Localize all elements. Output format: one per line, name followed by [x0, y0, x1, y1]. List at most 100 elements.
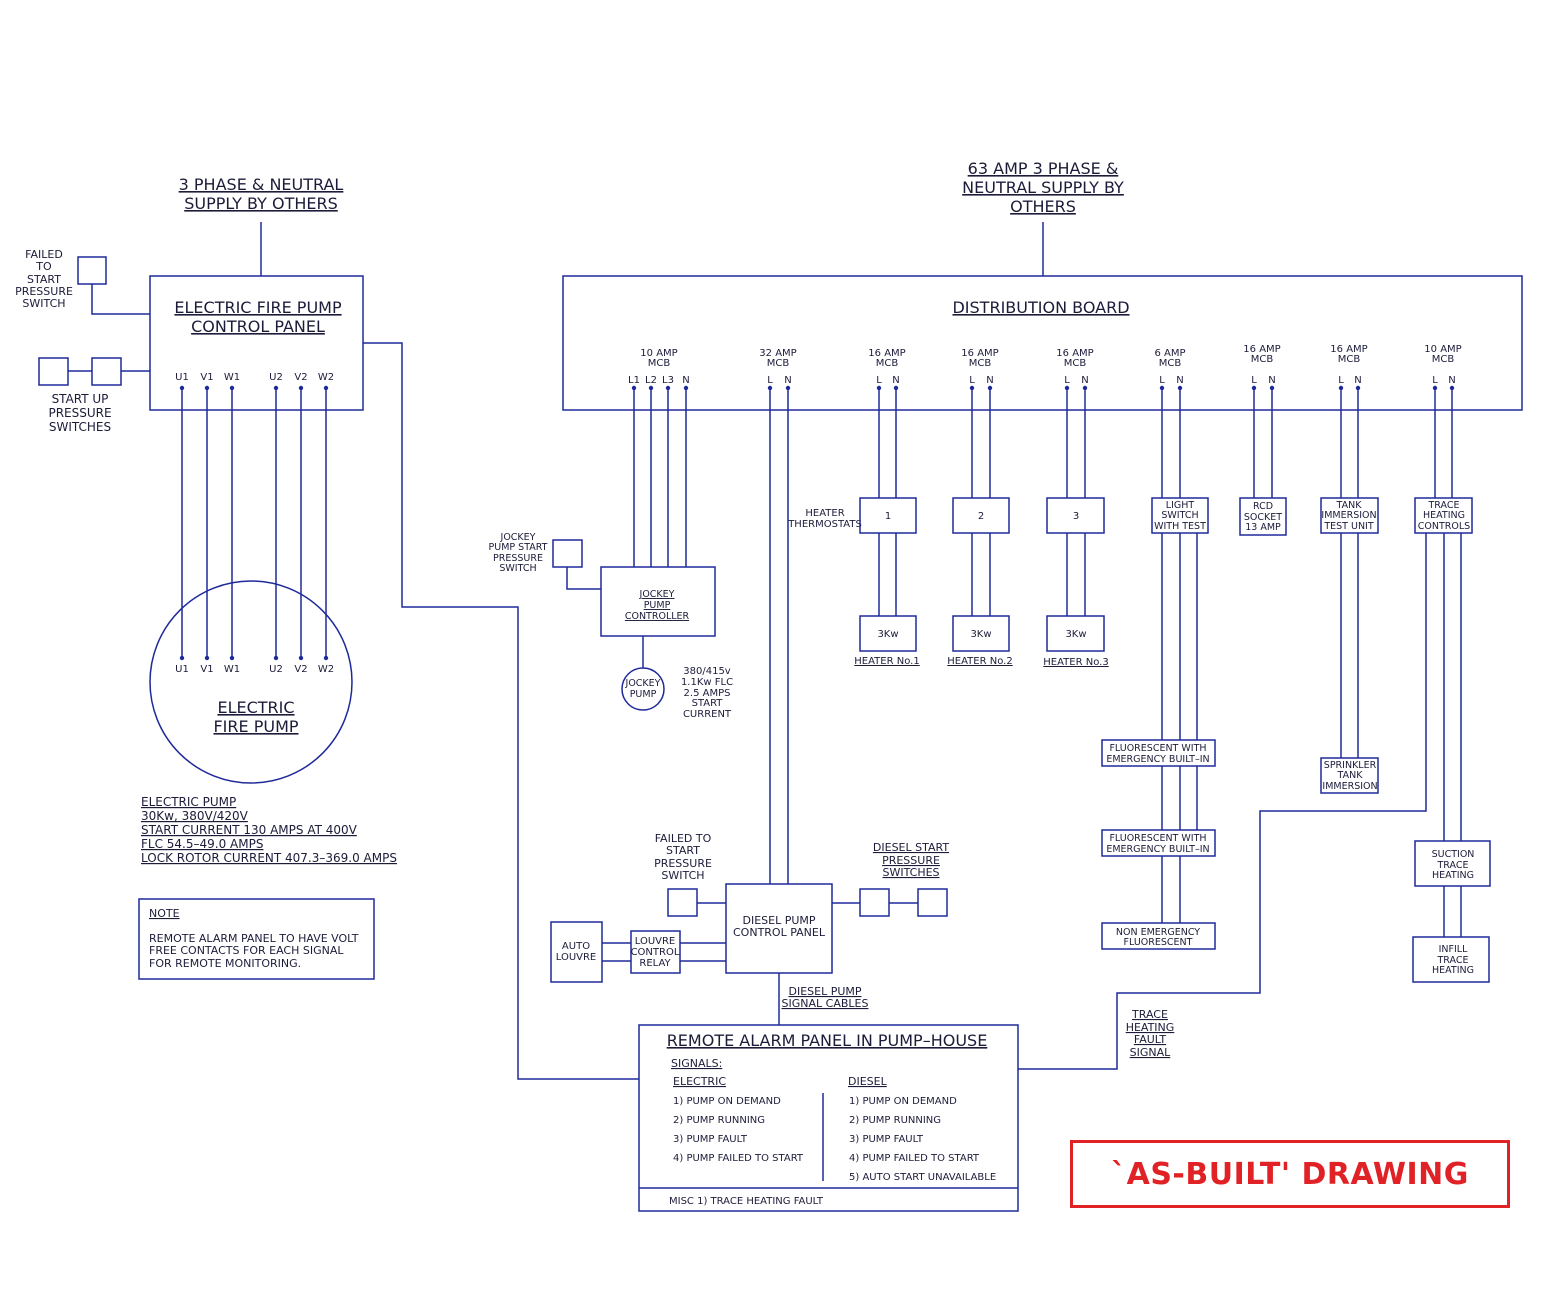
- diesel-signal-4: 4) PUMP FAILED TO START: [849, 1153, 980, 1164]
- heater-thermostats-label-2: THERMOSTATS: [787, 519, 862, 530]
- startup-switch-2: [91, 357, 122, 386]
- motor-terminal-u1: U1: [175, 664, 189, 675]
- motor-terminal-v2: V2: [294, 664, 307, 675]
- mcb-6-l: L: [1159, 375, 1165, 386]
- diesel-start-label-2: PRESSURE: [882, 854, 940, 867]
- mcb-4-rating: 16 AMP: [961, 348, 998, 359]
- louvre-relay-label-3: RELAY: [639, 958, 671, 969]
- trace-fault-label-4: SIGNAL: [1130, 1046, 1172, 1059]
- jockey-spec-4: START: [692, 698, 724, 709]
- note-line-2: FREE CONTACTS FOR EACH SIGNAL: [149, 944, 344, 957]
- louvre-relay-label-1: LOUVRE: [635, 936, 676, 947]
- board-terminal-dots: [631, 385, 1455, 391]
- diesel-signal-5: 5) AUTO START UNAVAILABLE: [849, 1172, 996, 1183]
- heater-3-label: HEATER No.3: [1043, 657, 1108, 668]
- diesel-failed-label-3: PRESSURE: [654, 857, 712, 870]
- pump-spec-1: ELECTRIC PUMP: [141, 795, 236, 809]
- mcb-4-l: L: [969, 375, 975, 386]
- jockey-pump-label-1: JOCKEY: [625, 678, 661, 689]
- mcb-6: 6 AMP MCB L N: [1154, 348, 1185, 386]
- thermostat-2-label: 2: [978, 511, 984, 522]
- thermostat-2: [952, 497, 1010, 534]
- tank-test-label-3: TEST UNIT: [1323, 521, 1374, 532]
- as-built-stamp: `AS-BUILT' DRAWING: [1070, 1140, 1510, 1208]
- failed-label-4: PRESSURE: [15, 285, 73, 298]
- electric-signal-list: 1) PUMP ON DEMAND 2) PUMP RUNNING 3) PUM…: [673, 1096, 804, 1164]
- alarm-panel-signals-label: SIGNALS:: [671, 1057, 722, 1070]
- failed-label-1: FAILED: [25, 248, 63, 261]
- motor-terminal-w2: W2: [318, 664, 334, 675]
- lighting-circuit: [1101, 388, 1216, 950]
- mcb-7: 16 AMP MCB L N: [1243, 344, 1280, 386]
- alarm-panel-title: REMOTE ALARM PANEL IN PUMP–HOUSE: [667, 1031, 988, 1050]
- light-switch-label-2: SWITCH: [1161, 510, 1198, 521]
- startup-switch-1: [38, 357, 69, 386]
- trace-heating-circuit: [1412, 388, 1491, 983]
- suction-trace-label-1: SUCTION: [1432, 849, 1475, 860]
- diesel-start-label-1: DIESEL START: [873, 841, 949, 854]
- motor-terminal-w1: W1: [224, 664, 240, 675]
- alarm-panel-electric-label: ELECTRIC: [673, 1075, 726, 1088]
- mcb-5: 16 AMP MCB L N: [1056, 348, 1093, 386]
- electric-signal-1: 1) PUMP ON DEMAND: [673, 1096, 781, 1107]
- mcb-2-l: L: [767, 375, 773, 386]
- auto-louvre-label-1: AUTO: [562, 941, 590, 952]
- diesel-signal-label-2: SIGNAL CABLES: [782, 997, 869, 1010]
- fluorescent-emergency-2: [1101, 829, 1216, 857]
- infill-trace-label-2: TRACE: [1437, 955, 1469, 966]
- mcb-7-rating: 16 AMP: [1243, 344, 1280, 355]
- mcb-1: 10 AMP MCB L1 L2 L3 N: [628, 348, 690, 386]
- mcb-8-n: N: [1354, 375, 1361, 386]
- mcb-9-l: L: [1432, 375, 1438, 386]
- heater-1-rating: 3Kw: [877, 629, 898, 640]
- louvre-wires: [602, 942, 726, 962]
- diesel-start-label-3: SWITCHES: [882, 866, 939, 879]
- mcb-8-l: L: [1338, 375, 1344, 386]
- mcb-5-type: MCB: [1064, 358, 1087, 369]
- jockey-spec-5: CURRENT: [683, 709, 732, 720]
- fire-pump-title-2: FIRE PUMP: [213, 717, 298, 736]
- panel-terminal-u2: U2: [269, 372, 283, 383]
- alarm-panel-diesel-label: DIESEL: [848, 1075, 888, 1088]
- jockey-start-switch-label: JOCKEY PUMP START PRESSURE SWITCH: [489, 532, 548, 574]
- pump-specs: ELECTRIC PUMP 30Kw, 380V/420V START CURR…: [141, 795, 397, 865]
- trace-controls-label-3: CONTROLS: [1418, 521, 1470, 532]
- mcb-3-n: N: [892, 375, 899, 386]
- jockey-pump-label-2: PUMP: [630, 689, 657, 700]
- mcb-5-rating: 16 AMP: [1056, 348, 1093, 359]
- left-supply-line-2: SUPPLY BY OTHERS: [184, 194, 338, 213]
- rcd-socket: [1239, 497, 1287, 536]
- auto-louvre-label-2: LOUVRE: [556, 952, 597, 963]
- heater-thermostats-label-1: HEATER: [805, 508, 844, 519]
- right-supply-label: 63 AMP 3 PHASE & NEUTRAL SUPPLY BY OTHER…: [962, 159, 1124, 216]
- jockey-feed-wires: [633, 388, 687, 567]
- mcb-6-n: N: [1176, 375, 1183, 386]
- jockey-pump-controller: [600, 566, 716, 637]
- non-emergency-label-2: FLUORESCENT: [1124, 937, 1193, 948]
- mcb-1-l1: L1: [628, 375, 640, 386]
- alarm-panel-misc: MISC 1) TRACE HEATING FAULT: [669, 1196, 824, 1207]
- mcb-5-l: L: [1064, 375, 1070, 386]
- failed-label-3: START: [27, 273, 61, 286]
- thermostat-1: [859, 497, 917, 534]
- mcb-1-l3: L3: [662, 375, 674, 386]
- pump-spec-5: LOCK ROTOR CURRENT 407.3–369.0 AMPS: [141, 851, 397, 865]
- mcb-3-l: L: [876, 375, 882, 386]
- trace-fault-signal-cable: [1018, 533, 1427, 1070]
- thermostat-3-label: 3: [1073, 511, 1079, 522]
- failed-label-2: TO: [35, 260, 52, 273]
- failed-switch-wire: [91, 284, 150, 315]
- note-title: NOTE: [149, 907, 180, 920]
- auto-louvre: [550, 921, 603, 983]
- sprinkler-tank-label-3: IMMERSION: [1322, 781, 1377, 792]
- tank-immersion-circuit: [1320, 388, 1379, 794]
- jockey-switch-label-1: JOCKEY: [500, 532, 536, 543]
- suction-trace-heating: [1414, 840, 1491, 887]
- suction-trace-label-3: HEATING: [1432, 870, 1474, 881]
- diesel-signal-1: 1) PUMP ON DEMAND: [849, 1096, 957, 1107]
- right-supply-line-1: 63 AMP 3 PHASE &: [968, 159, 1119, 178]
- startup-label-2: PRESSURE: [48, 406, 111, 420]
- left-supply-line-1: 3 PHASE & NEUTRAL: [179, 175, 344, 194]
- startup-label-1: START UP: [52, 392, 109, 406]
- sprinkler-tank-label-1: SPRINKLER: [1324, 760, 1377, 771]
